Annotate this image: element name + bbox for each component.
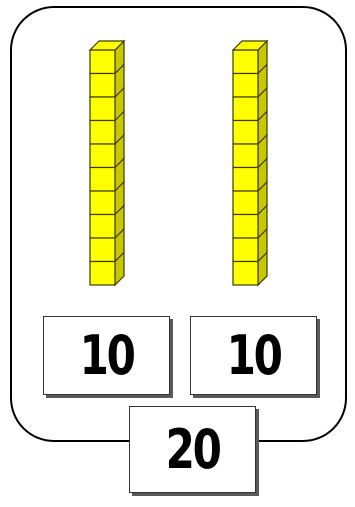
unit-cube [233,168,258,192]
count-card-right-value: 10 [227,329,281,383]
unit-cube [233,238,258,262]
unit-cube [90,121,115,145]
unit-cube [233,50,258,74]
count-card-left: 10 [43,316,170,395]
unit-cube [233,191,258,215]
unit-cube [90,74,115,98]
unit-cube [233,121,258,145]
unit-cube [233,74,258,98]
count-card-right: 10 [190,316,317,395]
unit-cube [90,191,115,215]
count-card-left-value: 10 [80,329,134,383]
unit-cube [233,262,258,286]
unit-cube [233,215,258,239]
unit-cube [233,97,258,121]
unit-cube [90,144,115,168]
unit-cube [90,97,115,121]
ten-rods [0,0,355,300]
unit-cube [90,50,115,74]
ten-rod-right [233,41,267,285]
total-card: 20 [129,406,256,493]
total-card-value: 20 [166,423,220,477]
unit-cube [90,168,115,192]
ten-rod-left [90,41,124,285]
unit-cube [233,144,258,168]
unit-cube [90,262,115,286]
unit-cube [90,215,115,239]
unit-cube [90,238,115,262]
